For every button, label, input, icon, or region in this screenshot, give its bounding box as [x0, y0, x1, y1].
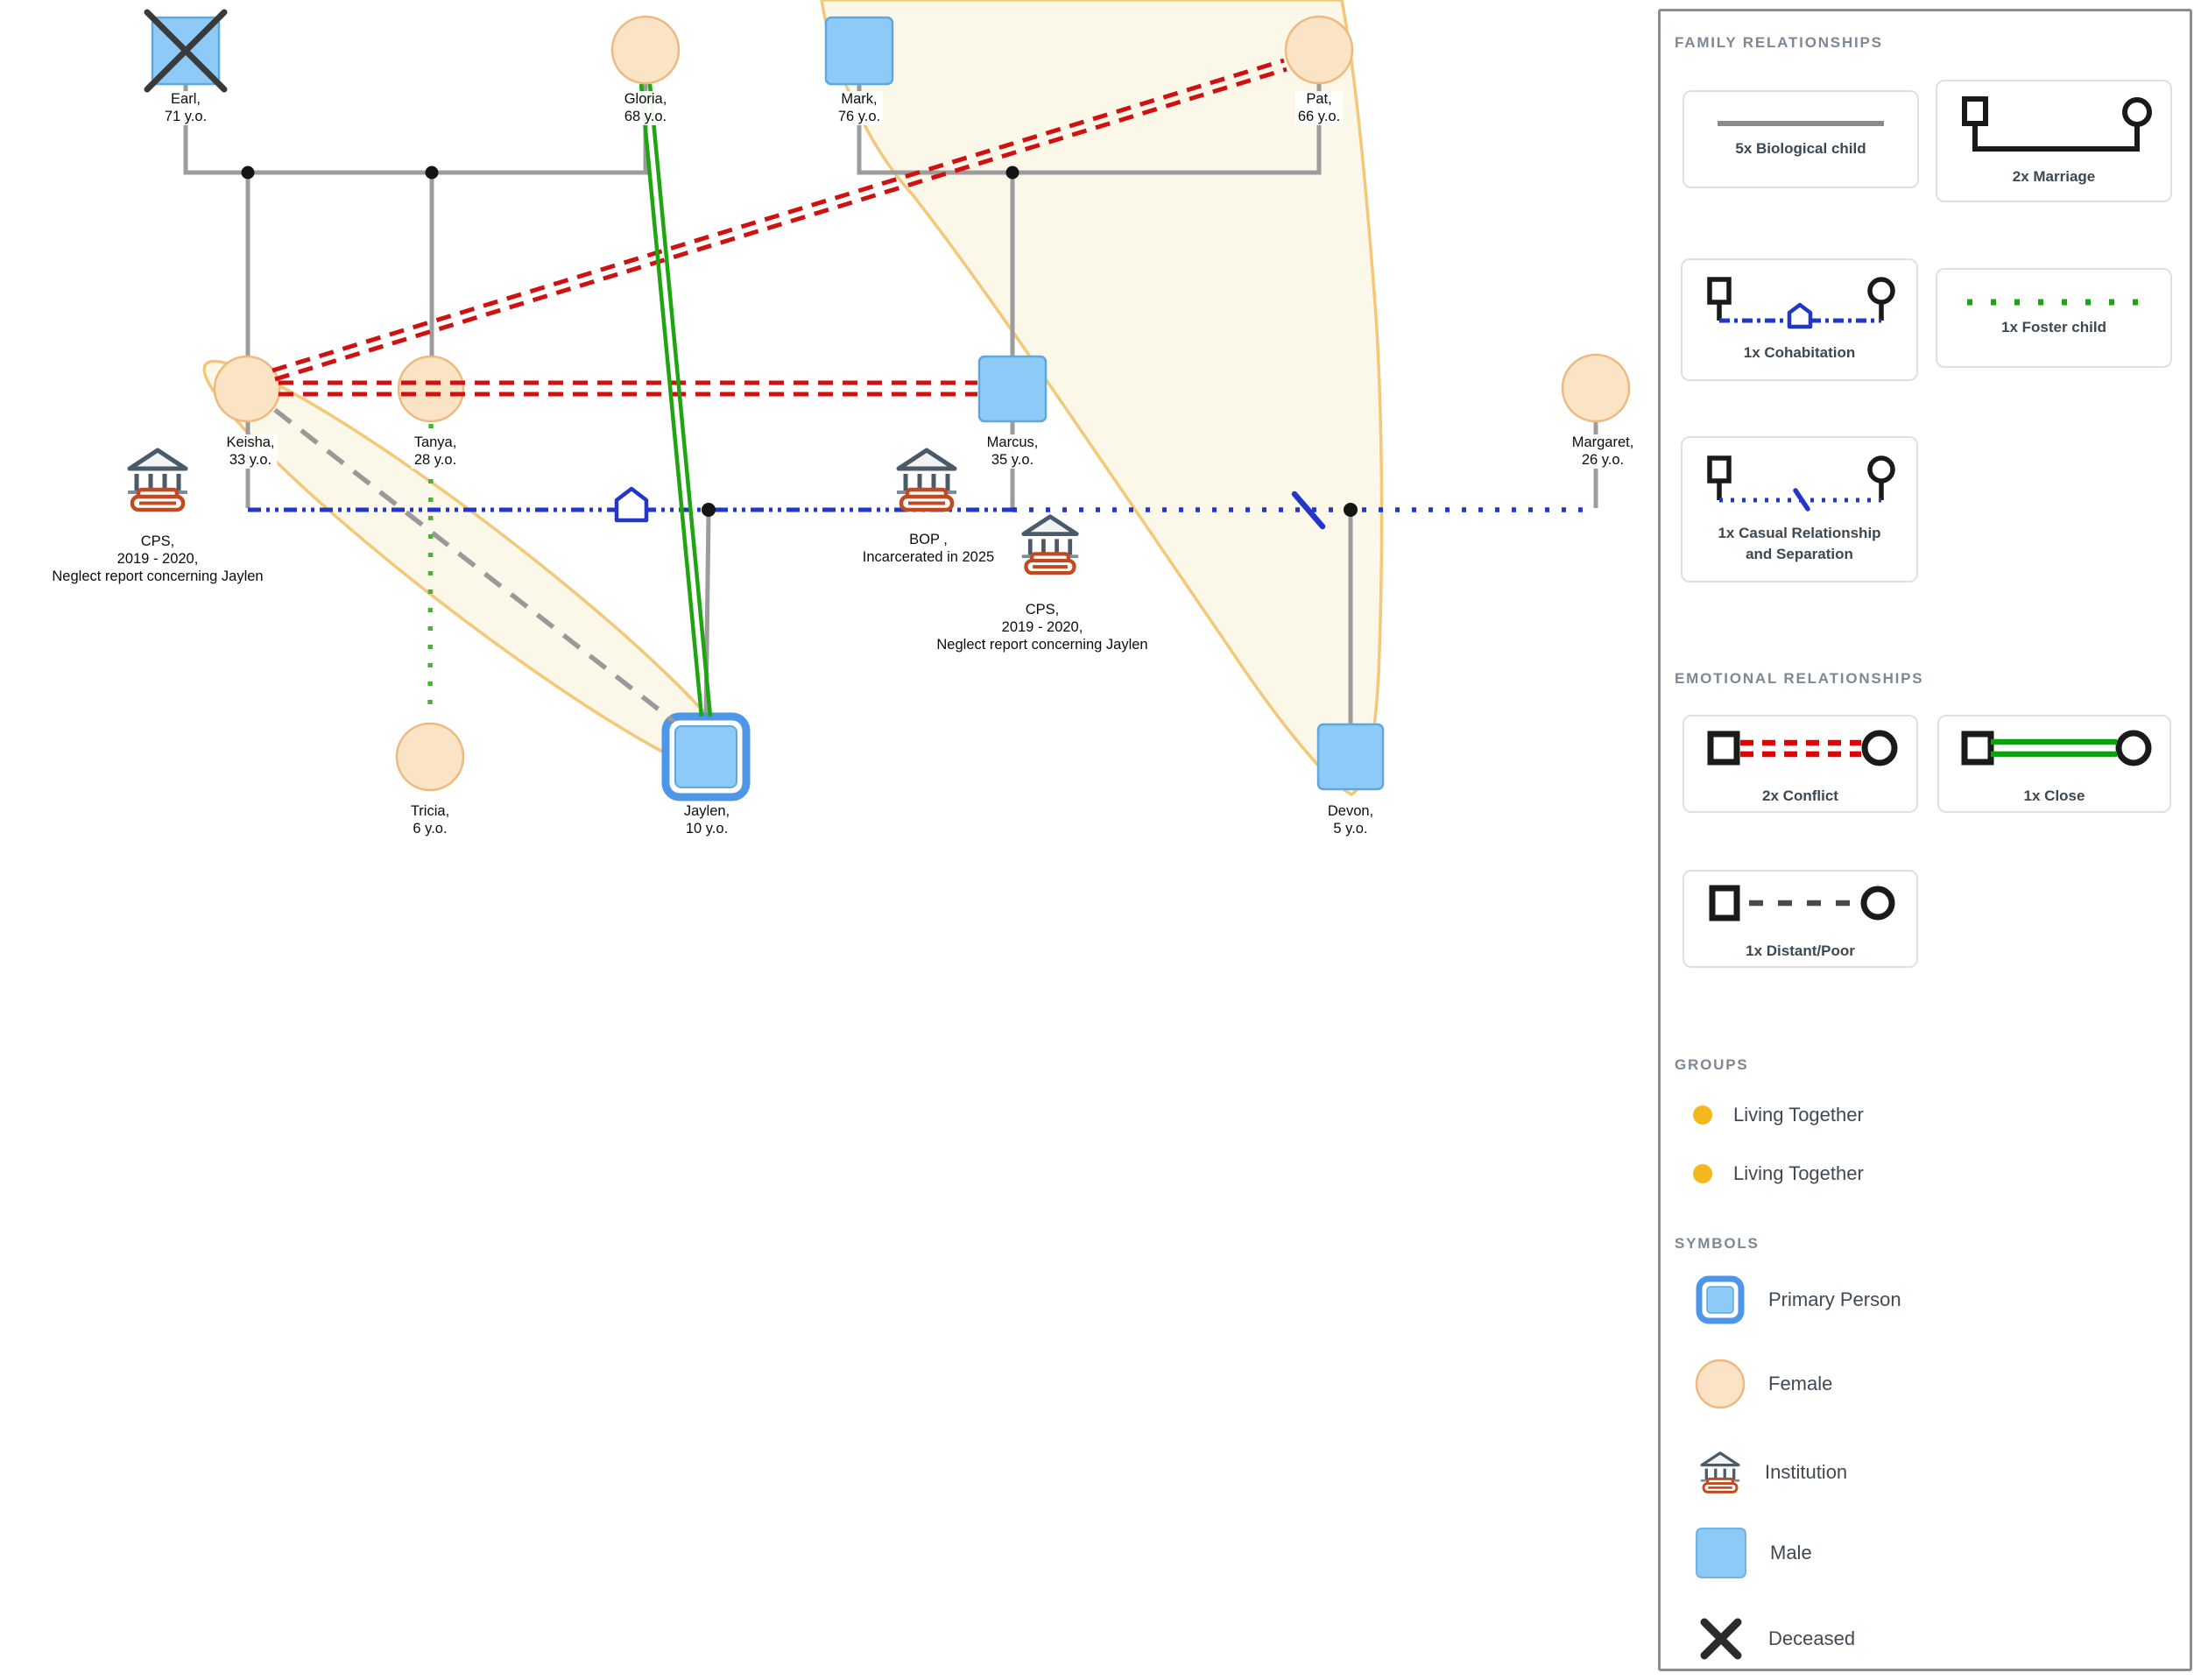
- casual-relationship-glyph-icon: [1707, 455, 1895, 512]
- institution-icon-cps-left[interactable]: [128, 450, 187, 510]
- close-line-gloria-jaylen[interactable]: [638, 83, 713, 717]
- label-cps-right: CPS, 2019 - 2020, Neglect report concern…: [936, 602, 1148, 653]
- marriage-line-mark-pat[interactable]: [857, 84, 1322, 175]
- distant-poor-glyph-icon: [1709, 885, 1895, 921]
- label-tricia: Tricia,6 y.o.: [407, 803, 453, 837]
- node-marcus[interactable]: [977, 355, 1048, 423]
- legend-card-cohabitation: 1x Cohabitation: [1681, 258, 1918, 381]
- conflict-line-keisha-pat[interactable]: [272, 58, 1287, 382]
- cohabitation-glyph-icon: [1707, 277, 1895, 329]
- junction-dots: [241, 166, 1358, 517]
- legend-section-family: FAMILY RELATIONSHIPS: [1675, 34, 1883, 51]
- node-jaylen-primary[interactable]: [661, 712, 751, 801]
- conflict-glyph-icon: [1707, 730, 1898, 766]
- biological-child-line-icon: [1718, 121, 1884, 126]
- legend-card-marriage: 2x Marriage: [1936, 80, 2172, 202]
- node-devon[interactable]: [1316, 723, 1385, 791]
- legend-card-distant-poor: 1x Distant/Poor: [1682, 870, 1918, 968]
- legend-card-conflict: 2x Conflict: [1682, 715, 1918, 813]
- conflict-line-keisha-marcus[interactable]: [279, 380, 977, 397]
- node-gloria[interactable]: [610, 15, 681, 85]
- legend-symbol-deceased: Deceased: [1697, 1614, 1855, 1663]
- legend-section-symbols: SYMBOLS: [1675, 1235, 1760, 1252]
- marriage-glyph-icon: [1961, 96, 2152, 152]
- separation-slash-icon: [1291, 491, 1326, 530]
- label-earl: Earl,71 y.o.: [161, 91, 210, 125]
- legend-symbol-institution: Institution: [1698, 1450, 1847, 1494]
- node-margaret[interactable]: [1561, 353, 1631, 423]
- label-cps-left: CPS, 2019 - 2020, Neglect report concern…: [52, 533, 264, 584]
- legend-card-foster-child: 1x Foster child: [1936, 268, 2172, 368]
- group-living-together-markpat-devon[interactable]: [820, 0, 1384, 796]
- label-keisha: Keisha,33 y.o.: [223, 434, 278, 469]
- legend-section-groups: GROUPS: [1675, 1056, 1749, 1073]
- institution-icon: [1700, 1451, 1740, 1493]
- foster-line-tanya-tricia[interactable]: [427, 423, 434, 719]
- legend-symbol-male: Male: [1695, 1527, 1812, 1579]
- foster-child-line-icon: [1967, 299, 2141, 306]
- label-bop: BOP , Incarcerated in 2025: [862, 532, 995, 565]
- label-pat: Pat,66 y.o.: [1294, 91, 1344, 125]
- legend-panel: FAMILY RELATIONSHIPS 5x Biological child…: [1658, 9, 2192, 1671]
- legend-symbol-female: Female: [1695, 1359, 1832, 1409]
- label-marcus: Marcus,35 y.o.: [984, 434, 1041, 469]
- distant-line-keisha-jaylen[interactable]: [273, 407, 676, 724]
- node-tanya[interactable]: [397, 355, 465, 423]
- institution-icon-cps-right[interactable]: [1022, 517, 1078, 573]
- node-keisha[interactable]: [213, 355, 281, 423]
- label-tanya: Tanya,28 y.o.: [411, 434, 460, 469]
- group-dot-icon: [1693, 1105, 1712, 1125]
- legend-symbol-primary-person: Primary Person: [1695, 1274, 1901, 1325]
- primary-person-icon: [1696, 1275, 1745, 1324]
- cohabitation-house-icon: [614, 486, 649, 523]
- node-earl[interactable]: [144, 9, 228, 93]
- label-mark: Mark,76 y.o.: [835, 91, 884, 125]
- node-mark[interactable]: [824, 16, 894, 86]
- label-devon: Devon,5 y.o.: [1324, 803, 1377, 837]
- marriage-line-earl-gloria[interactable]: [183, 84, 648, 175]
- legend-group-item: Living Together: [1693, 1162, 1864, 1185]
- legend-section-emotional: EMOTIONAL RELATIONSHIPS: [1675, 670, 1924, 687]
- legend-group-item: Living Together: [1693, 1104, 1864, 1126]
- deceased-x-icon: [1700, 1618, 1742, 1660]
- label-gloria: Gloria,68 y.o.: [621, 91, 670, 125]
- group-dot-icon: [1693, 1164, 1712, 1183]
- deceased-x-icon: [144, 9, 228, 93]
- female-icon: [1695, 1359, 1746, 1409]
- node-pat[interactable]: [1284, 15, 1354, 85]
- institution-icon-bop[interactable]: [897, 450, 956, 510]
- legend-card-close: 1x Close: [1937, 715, 2171, 813]
- node-tricia[interactable]: [395, 722, 465, 792]
- male-icon: [1696, 1528, 1746, 1578]
- legend-card-biological-child: 5x Biological child: [1682, 90, 1919, 188]
- close-glyph-icon: [1961, 730, 2152, 766]
- label-jaylen: Jaylen,10 y.o.: [681, 803, 733, 837]
- label-margaret: Margaret,26 y.o.: [1569, 434, 1637, 469]
